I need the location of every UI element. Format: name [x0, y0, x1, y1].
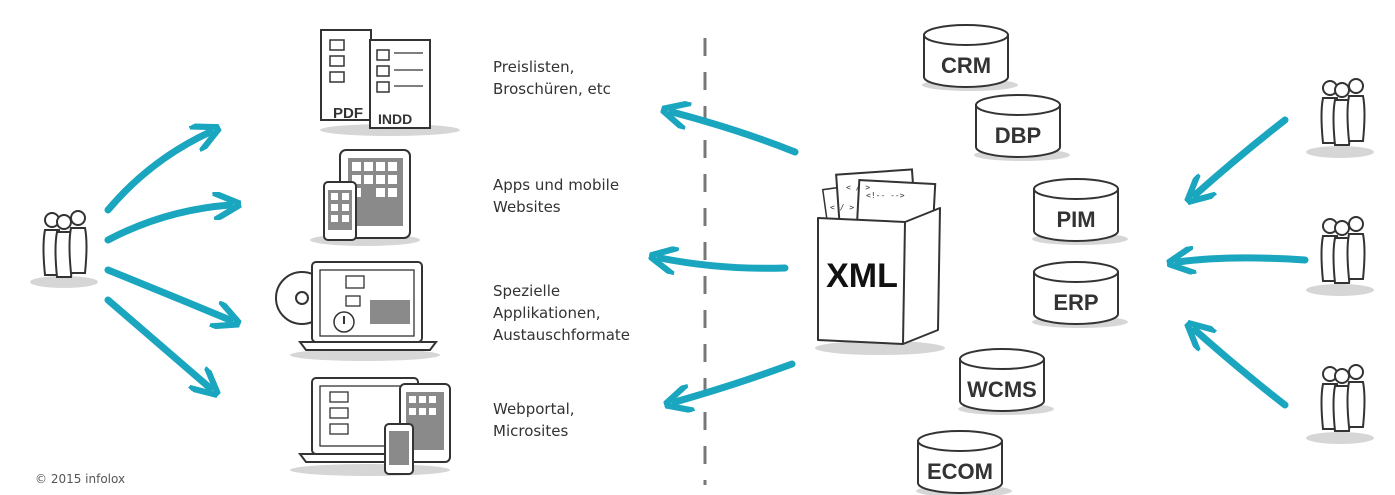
xml-tag-2: <!-- -->	[866, 191, 905, 200]
users-group-right-middle	[1306, 216, 1374, 296]
users-group-right-bottom	[1306, 364, 1374, 444]
arrow-xml-to-web	[675, 360, 796, 402]
xml-tag-1: < / >	[846, 183, 870, 192]
output-label-line: Microsites	[493, 422, 569, 440]
laptop-tablet-phone-icon	[290, 377, 451, 476]
database-label: DBP	[995, 123, 1041, 148]
tablet-phone-icon	[310, 149, 420, 246]
output-label-line: Applikationen,	[493, 304, 601, 322]
xml-box: < / > <!-- --> < / > XML	[815, 168, 945, 355]
output-label-print: Preislisten, Broschüren, etc	[493, 56, 611, 100]
database-crm: CRM	[922, 24, 1018, 91]
arrows-users-to-outputs	[104, 132, 230, 388]
source-databases: CRM DBP PIM ERP WCMS ECOM	[916, 24, 1128, 495]
output-label-line: Spezielle	[493, 282, 561, 300]
arrow-xml-to-apps	[660, 258, 789, 268]
database-label: PIM	[1056, 207, 1095, 232]
output-label-web: Webportal, Microsites	[493, 398, 575, 442]
output-label-line: Webportal,	[493, 400, 575, 418]
print-documents-icon: PDF INDD	[320, 29, 460, 136]
database-pim: PIM	[1032, 178, 1128, 245]
database-ecom: ECOM	[916, 430, 1012, 495]
indd-label: INDD	[378, 111, 412, 127]
arrow-to-apps-special	[104, 266, 230, 320]
database-label: ECOM	[927, 459, 993, 484]
arrow-users-bottom	[1195, 330, 1289, 409]
xml-label: XML	[826, 257, 898, 295]
arrows-users-to-sources	[1178, 116, 1309, 409]
database-label: CRM	[941, 53, 991, 78]
arrow-users-mid	[1178, 258, 1309, 262]
pdf-label: PDF	[333, 105, 363, 122]
output-label-applications: Spezielle Applikationen, Austauschformat…	[493, 280, 630, 346]
xml-tag-3: < / >	[830, 203, 854, 212]
arrow-xml-to-print	[672, 112, 799, 156]
database-dbp: DBP	[974, 94, 1070, 161]
arrow-to-web	[104, 296, 210, 388]
arrow-to-apps	[104, 205, 230, 244]
database-label: ERP	[1053, 290, 1098, 315]
output-label-line: Broschüren, etc	[493, 80, 611, 98]
arrows-xml-to-outputs	[660, 112, 799, 402]
database-erp: ERP	[1032, 261, 1128, 328]
users-group-left	[30, 210, 98, 288]
database-label: WCMS	[967, 377, 1037, 402]
output-label-line: Preislisten,	[493, 58, 575, 76]
users-group-right-top	[1306, 78, 1374, 158]
output-label-line: Websites	[493, 198, 561, 216]
copyright: © 2015 infolox	[35, 472, 126, 486]
laptop-cd-icon	[275, 261, 440, 361]
database-wcms: WCMS	[958, 348, 1054, 415]
arrow-users-top	[1195, 116, 1289, 195]
output-label-line: Austauschformate	[493, 326, 631, 344]
arrow-to-print	[104, 132, 210, 214]
output-label-line: Apps und mobile	[493, 176, 620, 194]
output-label-apps: Apps und mobile Websites	[493, 174, 619, 218]
